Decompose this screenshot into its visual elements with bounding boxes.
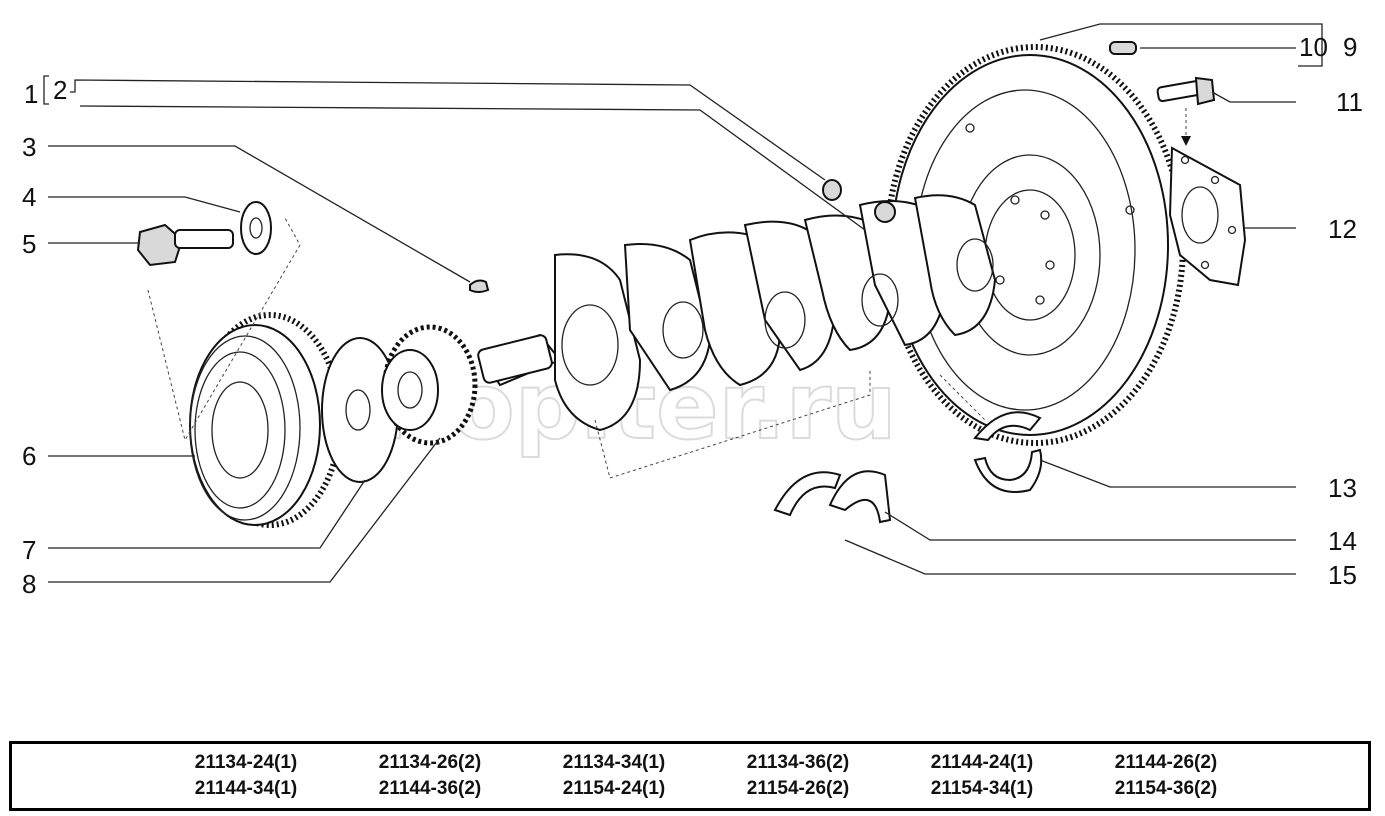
model-code: 21134-26(2) [378, 752, 482, 773]
callout-8: 8 [22, 569, 36, 599]
callout-13: 13 [1328, 473, 1357, 503]
callout-3: 3 [22, 132, 36, 162]
crankshaft-pulley [189, 312, 343, 528]
model-code: 21134-36(2) [746, 752, 850, 773]
leader-lines [48, 23, 1323, 583]
callout-1: 1 [24, 79, 38, 109]
callout-6: 6 [22, 441, 36, 471]
callout-10: 10 [1299, 32, 1328, 62]
model-code: 21154-34(1) [930, 778, 1034, 799]
flywheel-pin [1109, 41, 1137, 55]
main-bearing-shells [973, 411, 1043, 493]
model-code: 21144-26(2) [1114, 752, 1218, 773]
callout-14: 14 [1328, 526, 1357, 556]
crankshaft [477, 194, 997, 432]
callout-12: 12 [1328, 214, 1357, 244]
callout-7: 7 [22, 535, 36, 565]
model-code: 21134-34(1) [562, 752, 666, 773]
thrust-half-washers [773, 470, 892, 524]
callout-9: 9 [1343, 32, 1357, 62]
model-code: 21144-34(1) [194, 778, 298, 799]
model-code: 21154-36(2) [1114, 778, 1218, 799]
model-code: 21144-36(2) [378, 778, 482, 799]
crankshaft-exploded-diagram: autopiter.ru [22, 23, 1363, 599]
model-code: 21134-24(1) [194, 752, 298, 773]
callout-11: 11 [1336, 87, 1363, 117]
model-code: 21154-24(1) [562, 778, 666, 799]
pulley-washer [240, 201, 272, 255]
flywheel-washer-plate [1168, 146, 1247, 287]
timing-sprocket [381, 324, 478, 446]
pulley-bolt [136, 223, 234, 267]
callout-2: 2 [53, 75, 67, 105]
callout-4: 4 [22, 182, 36, 212]
callout-15: 15 [1328, 560, 1357, 590]
flywheel-bolt [1156, 76, 1216, 146]
bracket-1-2 [43, 75, 49, 105]
model-code: 21144-24(1) [930, 752, 1034, 773]
callout-5: 5 [22, 229, 36, 259]
model-code: 21154-26(2) [746, 778, 850, 799]
applicable-models-table: 21134-24(1) 21134-26(2) 21134-34(1) 2113… [9, 741, 1371, 811]
oil-plug [822, 179, 842, 201]
woodruff-key [469, 279, 490, 293]
